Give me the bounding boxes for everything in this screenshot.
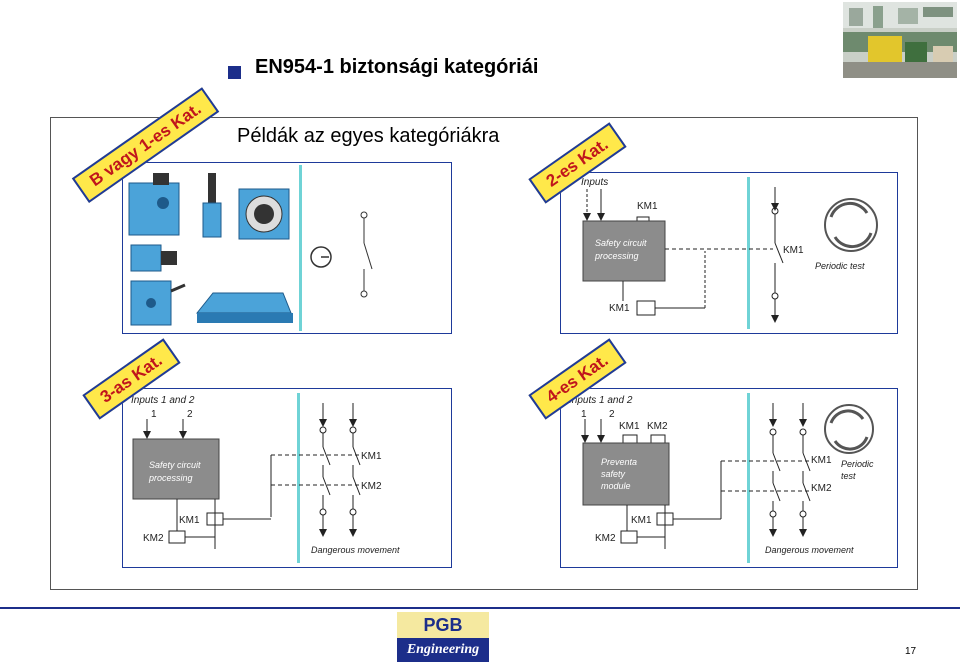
km1-coil-label: KM1 (631, 515, 652, 526)
km2-label: KM2 (361, 481, 382, 492)
km1-label: KM1 (361, 451, 382, 462)
input-1-label: 1 (581, 409, 587, 420)
category-2-diagram: Inputs KM1 Safety circuit processing KM1… (581, 177, 878, 329)
box-line1: Safety circuit (595, 238, 647, 248)
box-line1: Safety circuit (149, 460, 201, 470)
page-number: 17 (905, 646, 917, 657)
inputs-label: Inputs 1 and 2 (131, 395, 195, 406)
factory-photo (843, 2, 957, 78)
title-bullet (228, 66, 241, 79)
box-line2: safety (601, 469, 626, 479)
slide-subtitle: Példák az egyes kategóriákra (237, 125, 500, 147)
pgb-logo: PGB Engineering (397, 612, 489, 662)
panel-category-3: Inputs 1 and 2 1 2 Safety circuit proces… (122, 388, 452, 568)
inputs-label: Inputs 1 and 2 (569, 395, 633, 406)
bottom-rule (0, 607, 960, 609)
periodic-test-icon (824, 404, 874, 454)
input-1-label: 1 (151, 409, 157, 420)
km1-contact-label: KM1 (637, 201, 658, 212)
category-4-diagram: Inputs 1 and 2 1 2 KM1 KM2 Preventa safe… (569, 393, 874, 563)
slide-title: EN954-1 biztonsági kategóriái (255, 56, 539, 78)
panel-category-2: Inputs KM1 Safety circuit processing KM1… (560, 172, 898, 334)
logo-top-text: PGB (397, 612, 489, 638)
km1-top-label: KM1 (619, 421, 640, 432)
inputs-label: Inputs (581, 177, 608, 188)
panel-category-b1 (122, 162, 452, 334)
km1-coil-label: KM1 (609, 303, 630, 314)
periodic-line2: test (841, 471, 856, 481)
periodic-test-icon (824, 198, 878, 252)
km1-coil-label: KM1 (179, 515, 200, 526)
input-2-label: 2 (609, 409, 615, 420)
km1-switch-label: KM1 (783, 245, 804, 256)
km2-coil-label: KM2 (595, 533, 616, 544)
preventa-module-box (582, 442, 670, 506)
input-2-label: 2 (187, 409, 193, 420)
periodic-test-label: Periodic test (815, 261, 865, 271)
km1-label: KM1 (811, 455, 832, 466)
content-frame (50, 117, 918, 590)
panel-category-4: Inputs 1 and 2 1 2 KM1 KM2 Preventa safe… (560, 388, 898, 568)
periodic-line1: Periodic (841, 459, 874, 469)
km2-top-label: KM2 (647, 421, 668, 432)
safety-box (132, 438, 220, 500)
km2-coil-label: KM2 (143, 533, 164, 544)
km2-label: KM2 (811, 483, 832, 494)
box-line2: processing (594, 251, 639, 261)
dangerous-movement-label: Dangerous movement (311, 545, 400, 555)
category-3-diagram: Inputs 1 and 2 1 2 Safety circuit proces… (131, 393, 400, 563)
box-line3: module (601, 481, 631, 491)
box-line2: processing (148, 473, 193, 483)
box-line1: Preventa (601, 457, 637, 467)
safety-box (582, 220, 666, 282)
category-b1-devices (128, 165, 373, 331)
dangerous-movement-label: Dangerous movement (765, 545, 854, 555)
logo-bottom-text: Engineering (397, 638, 489, 662)
